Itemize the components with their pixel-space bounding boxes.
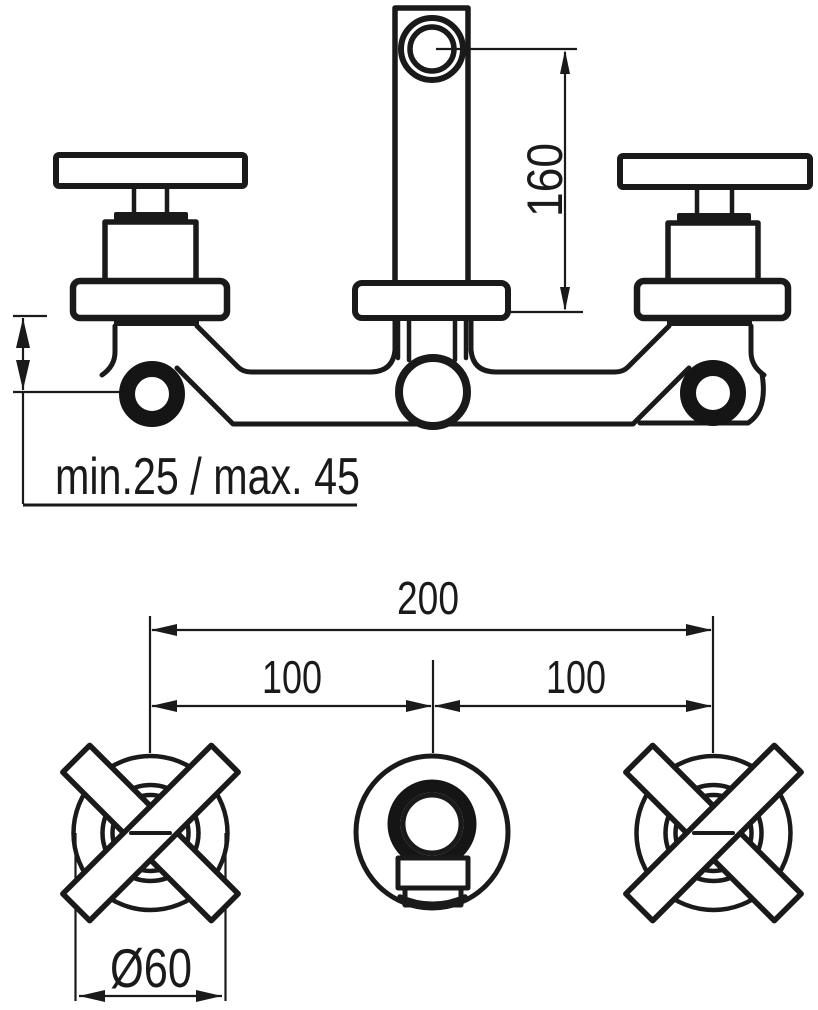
dim-wall-depth-label: min.25 / max. 45 <box>55 448 360 506</box>
wall-flange-left <box>119 361 185 427</box>
plan-view <box>60 742 804 924</box>
center-connection <box>395 354 471 430</box>
right-handle-plan <box>623 742 804 924</box>
dim-160-label: 160 <box>517 143 573 217</box>
dim-60-extensions <box>74 833 227 1001</box>
wall-flange-right <box>680 360 746 426</box>
dim-60-label: Ø60 <box>110 937 192 999</box>
spout-plan <box>353 753 511 911</box>
left-handle-plan <box>60 742 241 924</box>
dim-100-left-label: 100 <box>262 651 322 703</box>
dim-100-right-label: 100 <box>546 651 606 703</box>
dim-200-label: 200 <box>397 572 459 624</box>
spout <box>392 5 471 287</box>
spout-escutcheon <box>352 280 511 321</box>
plan-dimensions <box>79 616 715 1002</box>
left-handle-front <box>53 152 248 322</box>
front-view <box>53 5 813 430</box>
front-dimensions <box>13 47 583 507</box>
right-handle-front <box>617 153 813 322</box>
